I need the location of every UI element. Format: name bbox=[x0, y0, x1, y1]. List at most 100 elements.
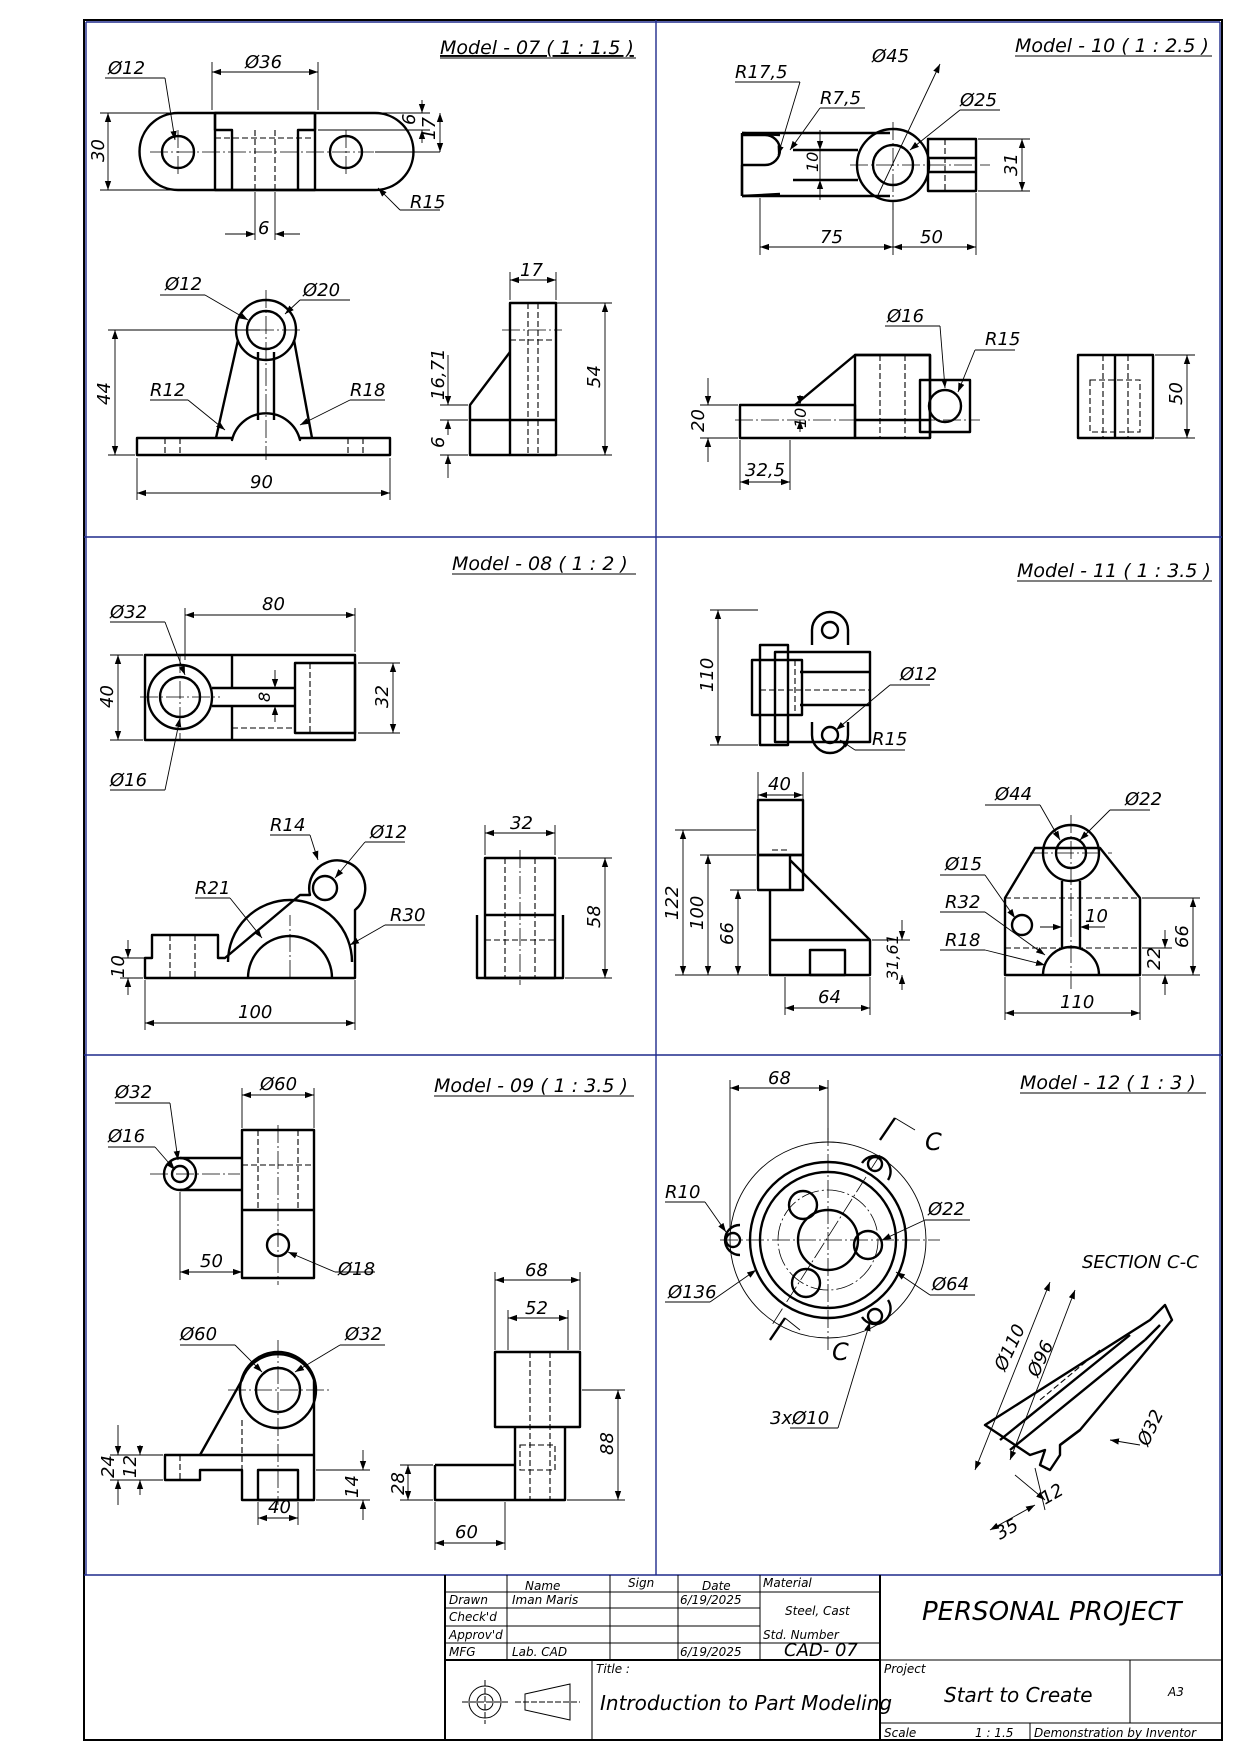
dimension-label: Ø36 bbox=[244, 52, 282, 73]
dimension-label: Ø64 bbox=[931, 1274, 969, 1295]
dimension-label: Ø12 bbox=[369, 822, 407, 843]
model-11-top-view bbox=[750, 610, 872, 755]
dimension-label: 28 bbox=[388, 1472, 409, 1495]
row-approved-role: Approv'd bbox=[448, 1628, 503, 1642]
row-mfg-date: 6/19/2025 bbox=[680, 1645, 742, 1659]
dimension-label: 10 bbox=[108, 955, 129, 978]
material-label: Material bbox=[763, 1576, 812, 1590]
model-10-top-view bbox=[740, 122, 990, 210]
dimension-label: 110 bbox=[1060, 992, 1094, 1013]
sheet-border bbox=[83, 19, 1223, 1741]
scale-value: 1 : 1.5 bbox=[975, 1726, 1013, 1740]
dimension-label: R15 bbox=[985, 329, 1020, 350]
model-07-dimensions bbox=[100, 62, 612, 500]
model-08-dimensions bbox=[110, 608, 612, 1030]
model-08-panel: Model - 08 ( 1 : 2 ) bbox=[97, 553, 636, 1030]
model-09-front-view bbox=[163, 1340, 330, 1505]
model-10-dimension-labels: R17,5 Ø45 R7,5 Ø25 10 31 75 50 Ø16 R15 2… bbox=[688, 46, 1187, 481]
model-07-dimension-labels: Ø12 Ø36 30 6 17 6 R15 Ø12 Ø20 44 R12 R18… bbox=[88, 52, 605, 493]
dimension-label: R10 bbox=[665, 1182, 700, 1203]
dimension-label: 35 bbox=[992, 1515, 1022, 1545]
project-value: Start to Create bbox=[944, 1683, 1093, 1707]
header-date: Date bbox=[702, 1579, 731, 1593]
dimension-label: 32 bbox=[510, 813, 533, 834]
dimension-label: Ø22 bbox=[927, 1199, 965, 1220]
model-10-side-view bbox=[1076, 353, 1155, 440]
dimension-label: 31 bbox=[1001, 153, 1022, 176]
dimension-label: 90 bbox=[250, 472, 273, 493]
dimension-label: R30 bbox=[390, 905, 425, 926]
model-08-title: Model - 08 ( 1 : 2 ) bbox=[452, 553, 628, 575]
dimension-label: 40 bbox=[268, 1497, 291, 1518]
dimension-label: 32 bbox=[372, 685, 393, 708]
material-value: Steel, Cast bbox=[785, 1604, 851, 1618]
dimension-label: 66 bbox=[717, 922, 738, 945]
dimension-label: 68 bbox=[768, 1068, 791, 1089]
dimension-label: 52 bbox=[525, 1298, 548, 1319]
model-09-top-view bbox=[150, 1125, 316, 1285]
dimension-label: Ø12 bbox=[107, 58, 145, 79]
dimension-label: Ø22 bbox=[1124, 789, 1162, 810]
dimension-label: R12 bbox=[150, 380, 185, 401]
dimension-label: 32,5 bbox=[745, 460, 785, 481]
drawing-title: Introduction to Part Modeling bbox=[600, 1691, 892, 1715]
model-08-top-view bbox=[140, 653, 357, 742]
dimension-label: R14 bbox=[270, 815, 305, 836]
dimension-label: R15 bbox=[872, 729, 907, 750]
dimension-label: 12 bbox=[1037, 1480, 1067, 1510]
dimension-label: Ø44 bbox=[994, 784, 1032, 805]
model-07-panel: Model - 07 ( 1 : 1.5 ) bbox=[88, 37, 636, 500]
dimension-label: 17 bbox=[419, 117, 440, 140]
dimension-label: 30 bbox=[88, 139, 109, 162]
dimension-label: R7,5 bbox=[820, 88, 861, 109]
dimension-label: 58 bbox=[584, 905, 605, 928]
dimension-label: R15 bbox=[410, 192, 445, 213]
model-11-front-view bbox=[756, 798, 872, 977]
model-09-dimensions bbox=[108, 1088, 625, 1550]
dimension-label: 10 bbox=[803, 152, 822, 172]
row-mfg-role: MFG bbox=[449, 1645, 476, 1659]
dimension-label: 24 bbox=[98, 1455, 119, 1478]
model-09-panel: Model - 09 ( 1 : 3.5 ) bbox=[98, 1074, 634, 1550]
project-name: PERSONAL PROJECT bbox=[922, 1597, 1184, 1627]
row-drawn-role: Drawn bbox=[449, 1593, 488, 1607]
dimension-label: Ø16 bbox=[886, 306, 924, 327]
row-mfg-name: Lab. CAD bbox=[512, 1645, 567, 1659]
dimension-label: 44 bbox=[94, 382, 115, 405]
header-name: Name bbox=[525, 1579, 560, 1593]
dimension-label: Ø136 bbox=[667, 1282, 717, 1303]
dimension-label: R32 bbox=[945, 892, 980, 913]
dimension-label: 6 bbox=[399, 114, 420, 125]
dimension-label: 110 bbox=[697, 658, 718, 692]
dimension-label: 64 bbox=[818, 987, 841, 1008]
dimension-label: Ø18 bbox=[337, 1259, 375, 1280]
dimension-label: Ø25 bbox=[959, 90, 997, 111]
dimension-label: 10 bbox=[1085, 906, 1108, 927]
dimension-label: C bbox=[925, 1128, 942, 1156]
dimension-label: 80 bbox=[262, 594, 285, 615]
dimension-label: Ø20 bbox=[302, 280, 340, 301]
model-09-title: Model - 09 ( 1 : 3.5 ) bbox=[434, 1075, 628, 1097]
dimension-label: 88 bbox=[597, 1432, 618, 1455]
model-11-side-view bbox=[1003, 815, 1142, 990]
model-07-title: Model - 07 ( 1 : 1.5 ) bbox=[440, 37, 634, 59]
dimension-label: 54 bbox=[584, 365, 605, 388]
model-12-dimensions bbox=[665, 1080, 1141, 1531]
dimension-label: R18 bbox=[350, 380, 385, 401]
std-number-value: CAD- 07 bbox=[784, 1640, 858, 1661]
dimension-label: 12 bbox=[120, 1455, 141, 1478]
dimension-label: 50 bbox=[1166, 382, 1187, 405]
dimension-label: Ø32 bbox=[344, 1324, 382, 1345]
model-11-dimension-labels: 110 Ø12 R15 40 Ø44 Ø22 122 100 66 Ø15 R3… bbox=[662, 658, 1193, 1013]
model-08-side-view bbox=[475, 850, 565, 985]
model-08-front-view bbox=[143, 859, 367, 980]
std-number-label: Std. Number bbox=[763, 1628, 840, 1642]
dimension-label: C bbox=[832, 1338, 849, 1366]
dimension-label: 100 bbox=[238, 1002, 272, 1023]
model-10-dimensions bbox=[700, 63, 1195, 490]
dimension-label: 6 bbox=[258, 218, 269, 239]
software-note: Demonstration by Inventor bbox=[1034, 1726, 1197, 1740]
model-10-title: Model - 10 ( 1 : 2.5 ) bbox=[1015, 35, 1209, 57]
dimension-label: 17 bbox=[520, 260, 543, 281]
